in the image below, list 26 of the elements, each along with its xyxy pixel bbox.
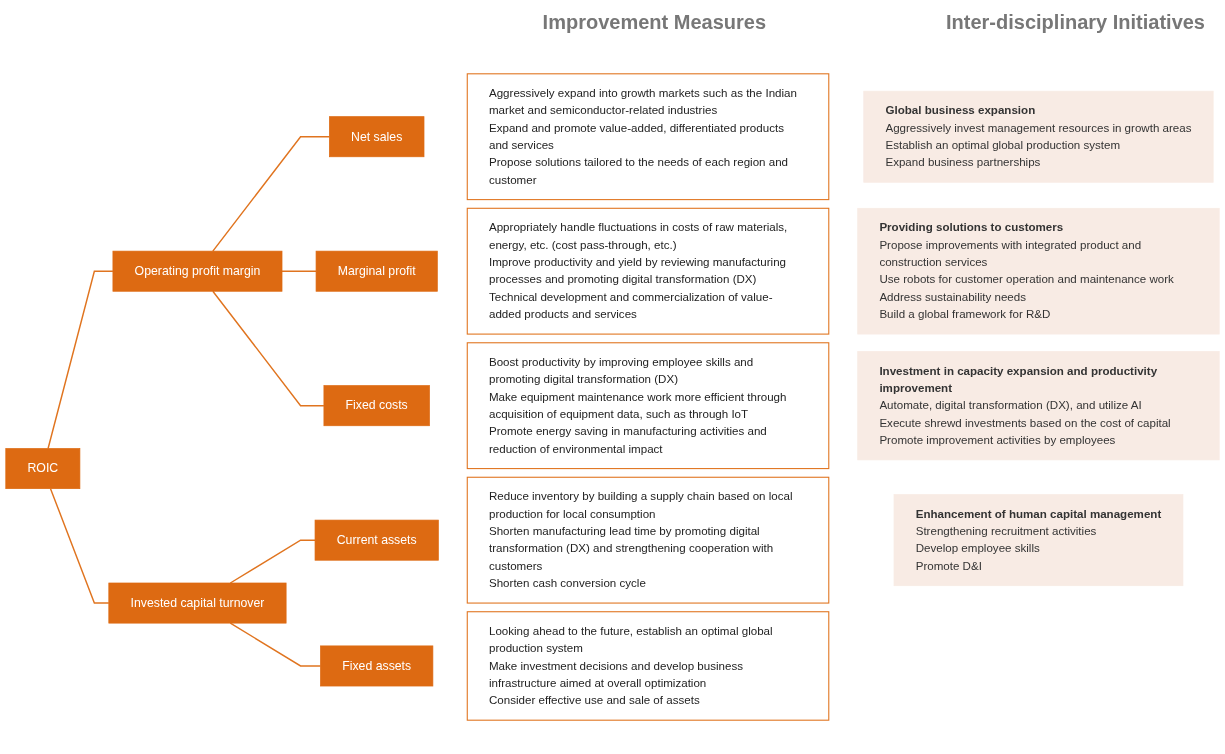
connector [229,622,322,667]
connector [212,290,325,407]
node-box: Invested capital turnover [108,582,287,624]
node-box: Boost productivity by improving employee skills and promoting digital transformation (DX) Make equipment maintenance work more efficient through acquisition of equipment data, such as through IoT Promote energy saving in manufacturing activities and reduction of environmental impact [466,342,830,470]
node-box: Global business expansion Aggressively invest management resources in growth areas Establish an optimal global production system Expand business partnerships [863,90,1214,183]
node-box: Reduce inventory by building a supply chain based on local production for local consumption Shorten manufacturing lead time by promoting digital transformation (DX) and strengthening cooperation with customers Shorten cash conversion cycle [466,476,830,604]
node-box: Net sales [329,116,425,158]
node-box: Operating profit margin [112,250,283,292]
node-box: Marginal profit [315,250,438,292]
node-box: Current assets [314,519,439,561]
node-box: Looking ahead to the future, establish an optimal global production system Make investment decisions and develop business infrastructure aimed at overall optimization Consider effective use and sale of assets [466,611,830,721]
connector [47,270,114,450]
column-heading: Inter-disciplinary Initiatives [946,10,1205,34]
node-box: Fixed costs [323,385,430,427]
connector [229,539,316,584]
connector [281,270,317,272]
node-box: ROIC [5,448,81,489]
node-box: Investment in capacity expansion and productivity improvement Automate, digital transformation (DX), and utilize AI Execute shrewd investments based on the cost of capital Promote improvement activities by employees [857,351,1220,461]
connector [49,487,110,604]
node-box: Fixed assets [320,645,434,687]
node-box: Providing solutions to customers Propose improvements with integrated product and construction services Use robots for customer operation and maintenance work Address sustainability needs Build a global framework for R&D [857,207,1220,335]
connector [212,136,331,252]
node-box: Aggressively expand into growth markets such as the Indian market and semiconductor-related industries Expand and promote value-added, differentiated products and services Propose solutions tailored to the needs of each region and customer [466,73,830,201]
node-box: Appropriately handle fluctuations in costs of raw materials, energy, etc. (cost pass-through, etc.) Improve productivity and yield by reviewing manufacturing processes and promoting digital transformation (DX) Technical development and commercialization of value-added products and services [466,207,830,335]
column-heading: Improvement Measures [542,10,767,34]
node-box: Enhancement of human capital management Strengthening recruitment activities Develop employee skills Promote D&I [893,494,1184,587]
